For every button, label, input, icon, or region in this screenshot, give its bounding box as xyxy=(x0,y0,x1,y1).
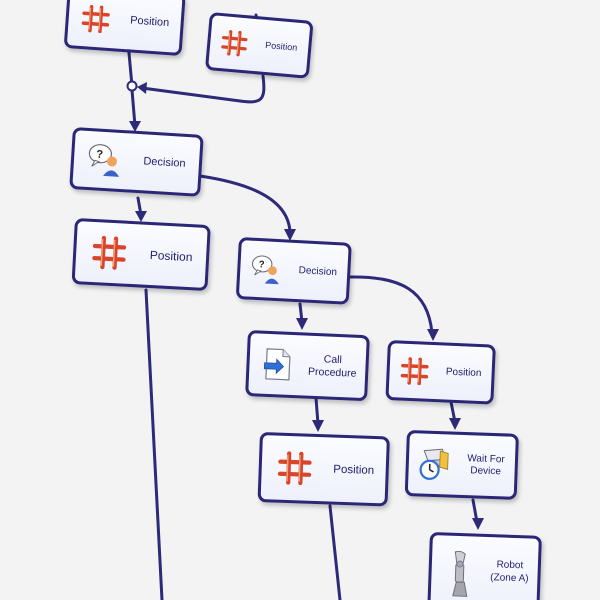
merge-junction[interactable] xyxy=(126,80,138,92)
grid-icon xyxy=(81,234,137,271)
wait-for-device-node[interactable]: Wait For Device xyxy=(404,430,519,500)
node-label: Position xyxy=(445,366,482,379)
node-label: Position xyxy=(129,14,170,30)
arrowhead xyxy=(135,211,147,222)
call-procedure-node[interactable]: Call Procedure xyxy=(245,330,370,402)
svg-text:?: ? xyxy=(96,148,104,160)
connector-line xyxy=(328,504,342,600)
connector-line xyxy=(198,174,292,234)
svg-text:?: ? xyxy=(258,259,265,270)
grid-icon xyxy=(393,356,436,386)
node-label: Call Procedure xyxy=(307,353,357,380)
arrowhead xyxy=(427,329,439,341)
arrowhead xyxy=(284,229,296,241)
position-node-mid-right[interactable]: Position xyxy=(385,340,496,405)
node-label: Wait For Device xyxy=(467,452,505,478)
node-label: Position xyxy=(149,247,193,264)
decision-node-1[interactable]: ? Decision xyxy=(69,127,204,197)
decision-icon: ? xyxy=(244,253,290,285)
grid-icon xyxy=(213,29,255,58)
connector-line xyxy=(314,396,320,426)
position-node-lower-mid[interactable]: Position xyxy=(257,432,390,507)
arrowhead xyxy=(137,82,147,94)
clock-device-icon xyxy=(412,446,457,482)
procedure-document-icon xyxy=(255,346,300,382)
decision-node-2[interactable]: ? Decision xyxy=(235,237,352,305)
node-label: Position xyxy=(333,463,375,477)
grid-icon xyxy=(267,450,322,486)
node-label: Robot (Zone A) xyxy=(490,559,529,584)
arrowhead xyxy=(296,318,308,330)
position-node-left[interactable]: Position xyxy=(71,218,211,292)
grid-icon xyxy=(72,3,120,34)
arrowhead xyxy=(449,418,461,430)
decision-icon: ? xyxy=(79,142,131,179)
position-node-top-right[interactable]: Position xyxy=(204,12,314,79)
arrowhead xyxy=(129,121,141,132)
arrowhead xyxy=(312,420,324,432)
connector-line xyxy=(348,275,434,335)
robot-zone-a-node[interactable]: Robot (Zone A) xyxy=(427,532,542,600)
arrowhead xyxy=(472,518,484,530)
connector-line xyxy=(140,74,266,104)
node-label: Decision xyxy=(143,155,186,171)
node-label: Position xyxy=(264,40,298,54)
node-label: Decision xyxy=(298,264,338,278)
connector-line xyxy=(144,288,164,600)
robot-arm-icon xyxy=(437,549,483,599)
connector-line xyxy=(130,88,137,128)
position-node-top-left[interactable]: Position xyxy=(63,0,186,57)
